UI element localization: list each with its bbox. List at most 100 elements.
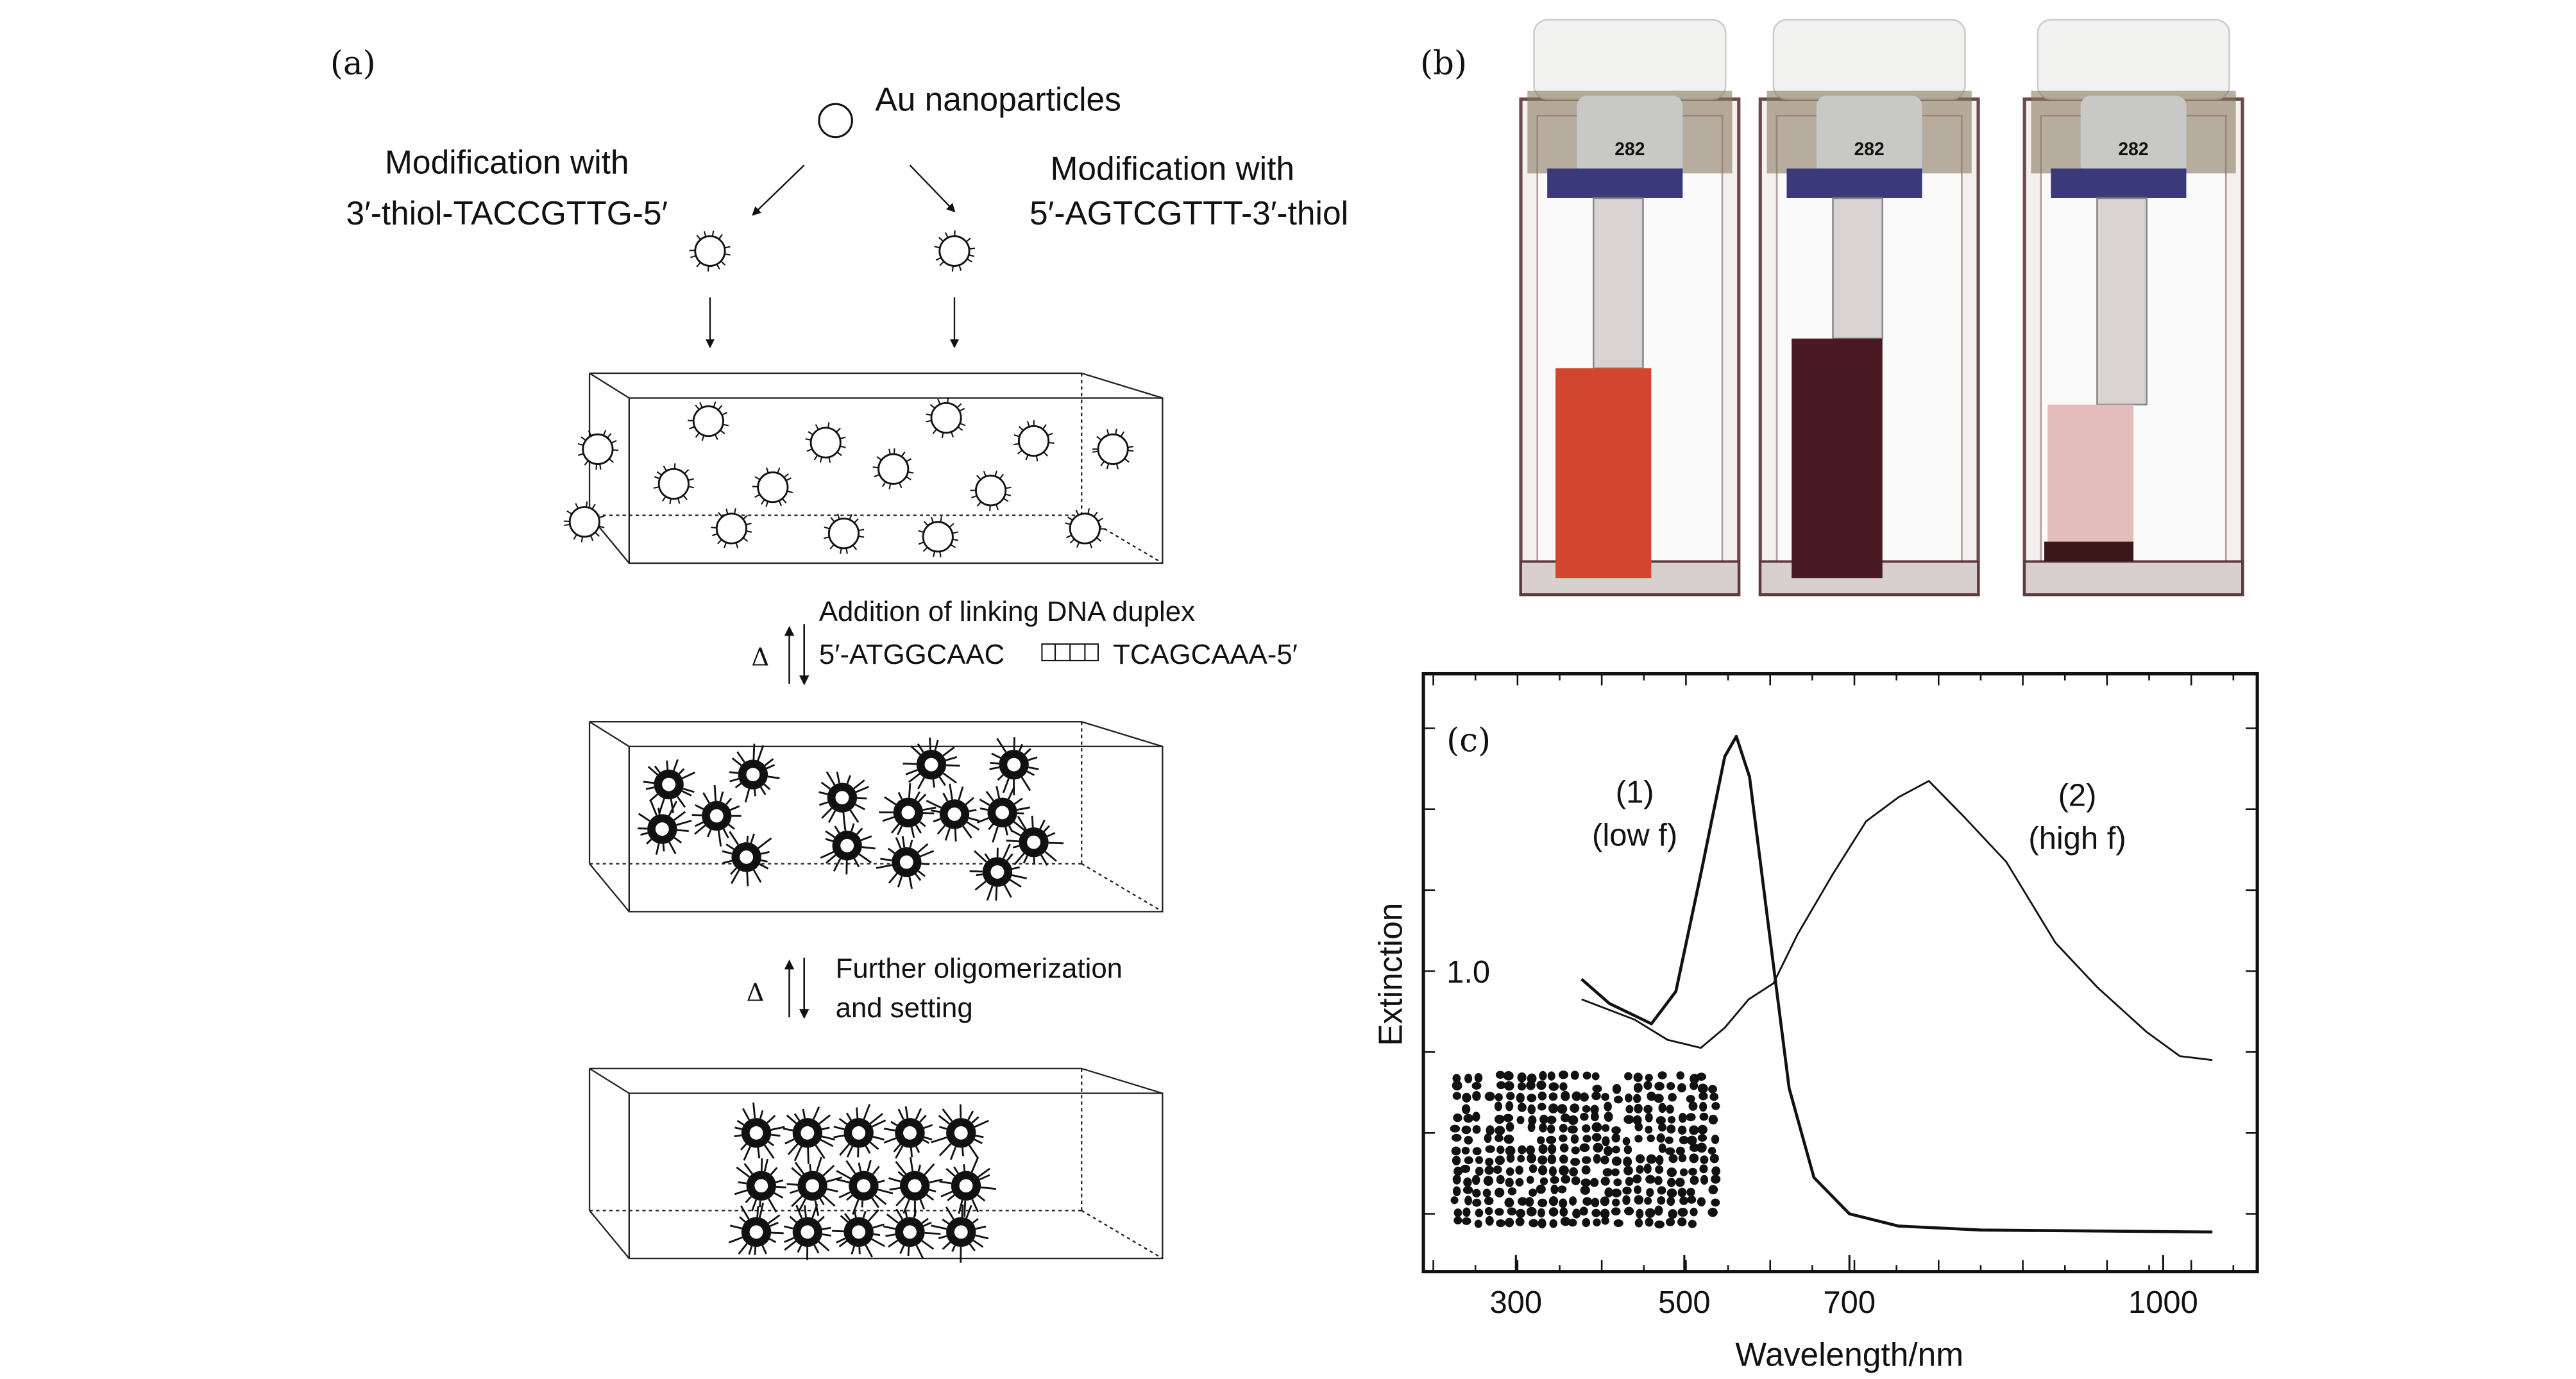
nanoparticle-dot — [1657, 1123, 1666, 1132]
nanoparticle-dot — [1495, 1208, 1504, 1216]
dna-strand — [868, 1209, 879, 1222]
dna-strand — [719, 791, 724, 802]
dna-strand — [690, 255, 697, 258]
dna-strand — [947, 1194, 955, 1201]
stopper — [2080, 96, 2187, 175]
dna-strand — [822, 1226, 831, 1231]
particle-center — [899, 855, 913, 869]
dna-strand — [786, 1183, 798, 1186]
x-axis-label: Wavelength/nm — [1735, 1335, 1963, 1373]
dna-strand — [1025, 454, 1029, 461]
x-tick-label-300: 300 — [1489, 1285, 1542, 1320]
particle-core — [930, 402, 962, 434]
dna-strand — [926, 799, 942, 809]
nanoparticle-dot — [1647, 1134, 1655, 1142]
nanoparticle-dot — [1707, 1147, 1716, 1155]
linked-particle — [832, 1208, 885, 1258]
dna-strand — [657, 808, 661, 815]
dna-strand — [967, 258, 972, 263]
dna-strand — [826, 1188, 838, 1193]
dna-strand — [734, 1189, 748, 1196]
nanoparticle-dot — [1690, 1175, 1699, 1185]
nanoparticle-dot — [1600, 1196, 1610, 1206]
nanoparticle-dot — [1572, 1208, 1581, 1219]
dna-strand — [890, 1121, 898, 1126]
nanoparticle-dot — [1579, 1143, 1590, 1153]
dna-strand — [904, 1210, 908, 1218]
box-edge — [589, 372, 630, 399]
dna-strand — [684, 469, 690, 475]
dna-strand — [965, 797, 974, 806]
x-tick-label-1000: 1000 — [2128, 1285, 2198, 1320]
dna-strand — [818, 801, 829, 806]
dna-strand — [828, 457, 831, 463]
dna-strand — [975, 1234, 989, 1240]
dna-strand — [985, 791, 994, 802]
dna-strand — [764, 758, 774, 766]
dna-strand — [951, 1245, 956, 1252]
dna-strand — [695, 404, 700, 410]
nanoparticle-dot — [1601, 1124, 1610, 1132]
dna-strand — [748, 1246, 753, 1255]
nanoparticle-dot — [1504, 1134, 1514, 1144]
panel-c-label: (c) — [1446, 722, 1491, 760]
dna-strand — [844, 1213, 851, 1221]
nanoparticle-dot — [1591, 1091, 1601, 1101]
dna-strand — [689, 426, 695, 430]
dna-strand — [958, 265, 962, 271]
dna-strand — [807, 1147, 809, 1164]
dna-strand — [575, 503, 579, 509]
nanoparticle-dot — [1611, 1126, 1621, 1135]
dna-strand — [949, 783, 953, 800]
nanoparticle-dot — [1571, 1146, 1580, 1155]
series2-label-line1: (2) — [2058, 779, 2097, 813]
dna-strand — [857, 797, 867, 800]
nanoparticle-dot — [1538, 1198, 1548, 1208]
dna-strand — [794, 1162, 805, 1174]
dna-strand — [944, 232, 949, 238]
dna-strand — [793, 1146, 802, 1162]
dna-strand — [761, 499, 765, 505]
nanoparticle-dot — [1560, 1217, 1571, 1226]
dna-strand — [976, 873, 983, 877]
dna-strand — [725, 843, 734, 850]
dna-strand — [822, 1233, 832, 1237]
dna-strand — [846, 1146, 854, 1158]
nanoparticle-dot — [1699, 1092, 1708, 1101]
dna-strand — [836, 1237, 846, 1244]
dna-strand — [682, 772, 696, 779]
dna-strand — [923, 521, 929, 527]
dna-strand — [995, 504, 999, 511]
nanoparticle-dot — [1496, 1081, 1506, 1090]
particle-core — [1097, 433, 1129, 465]
dna-strand — [907, 1246, 910, 1256]
nanoparticle-dot — [1611, 1156, 1622, 1166]
dna-strand — [820, 1138, 834, 1147]
dna-strand — [744, 788, 750, 803]
particle-center — [959, 1179, 973, 1193]
dna-strand — [814, 1200, 820, 1216]
linked-particle — [734, 1158, 786, 1213]
dna-strand — [760, 859, 768, 863]
nanoparticle-dot — [1657, 1186, 1666, 1195]
dna-strand — [939, 260, 945, 266]
dna-strand — [838, 1191, 851, 1199]
dna-strand — [897, 1108, 904, 1121]
dna-strand — [1008, 825, 1013, 833]
linked-particle — [722, 831, 772, 886]
nanoparticle-dot — [1538, 1218, 1546, 1229]
nanoparticle-dot — [1548, 1196, 1559, 1206]
solution-box — [588, 721, 1164, 913]
dna-strand — [869, 1113, 883, 1124]
dna-strand — [872, 1165, 880, 1175]
dna-strand — [853, 779, 865, 790]
nanoparticle-dot — [1484, 1165, 1495, 1175]
dna-strand — [695, 821, 704, 827]
dna-strand — [770, 1167, 778, 1176]
dna-strand — [707, 266, 709, 272]
dna-strand — [888, 1177, 901, 1183]
linked-particle — [638, 800, 692, 855]
dna-strand — [1012, 866, 1020, 870]
dna-strand — [976, 817, 989, 824]
